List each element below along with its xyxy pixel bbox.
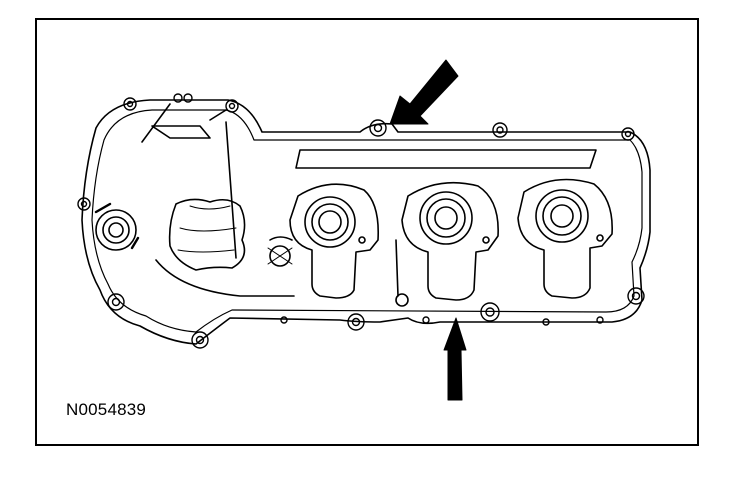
arrow-down-left-icon xyxy=(389,59,459,125)
cover-inner-edge xyxy=(91,109,643,333)
coil-well-2 xyxy=(401,181,499,301)
oil-filler-cap xyxy=(95,209,137,251)
figure-frame xyxy=(35,18,699,446)
top-rail xyxy=(295,149,597,169)
figure-id-label: N0054839 xyxy=(66,400,147,419)
pcv-valve xyxy=(269,245,291,267)
valve-cover-outline xyxy=(81,99,651,345)
arrow-up-icon xyxy=(443,317,467,401)
coil-well-3 xyxy=(517,178,613,299)
cover-bolts xyxy=(77,93,645,349)
breather-area xyxy=(168,198,246,271)
coil-well-1 xyxy=(289,183,380,299)
